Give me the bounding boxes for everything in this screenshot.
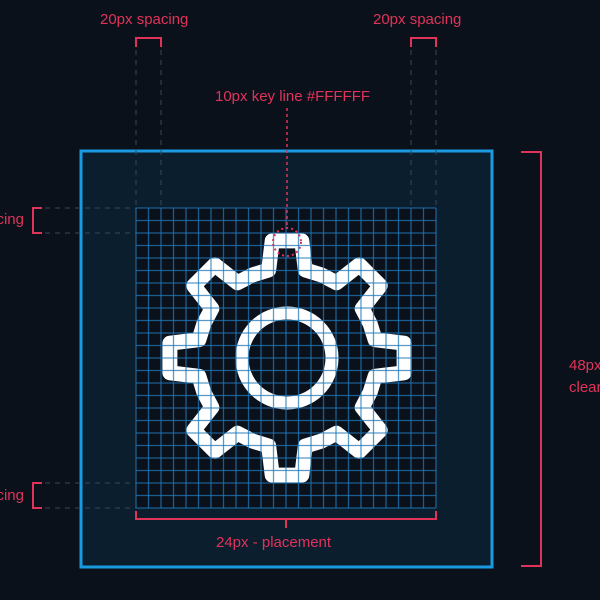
bracket-left-bottom xyxy=(32,482,42,509)
clear-size-label: 48px xyxy=(569,357,600,374)
key-line-marker xyxy=(272,227,302,257)
clear-word-label: clear area xyxy=(569,379,600,396)
bracket-placement xyxy=(135,511,437,528)
bracket-top-left xyxy=(135,37,162,47)
key-line-label: 10px key line #FFFFFF xyxy=(215,88,371,105)
spacing-label-left-bottom: 20px spacing xyxy=(0,487,24,504)
annotation-marks xyxy=(32,37,542,567)
bracket-clear xyxy=(521,151,542,567)
bracket-top-right xyxy=(410,37,437,47)
spacing-label-top-left: 20px spacing xyxy=(100,11,189,28)
spacing-label-left-top: 20px spacing xyxy=(0,211,24,228)
spacing-label-top-right: 20px spacing xyxy=(373,11,462,28)
spacing-guides xyxy=(45,40,437,509)
bracket-left-top xyxy=(32,207,42,234)
placement-label: 24px - placement xyxy=(216,534,332,551)
pixel-grid xyxy=(135,207,437,509)
